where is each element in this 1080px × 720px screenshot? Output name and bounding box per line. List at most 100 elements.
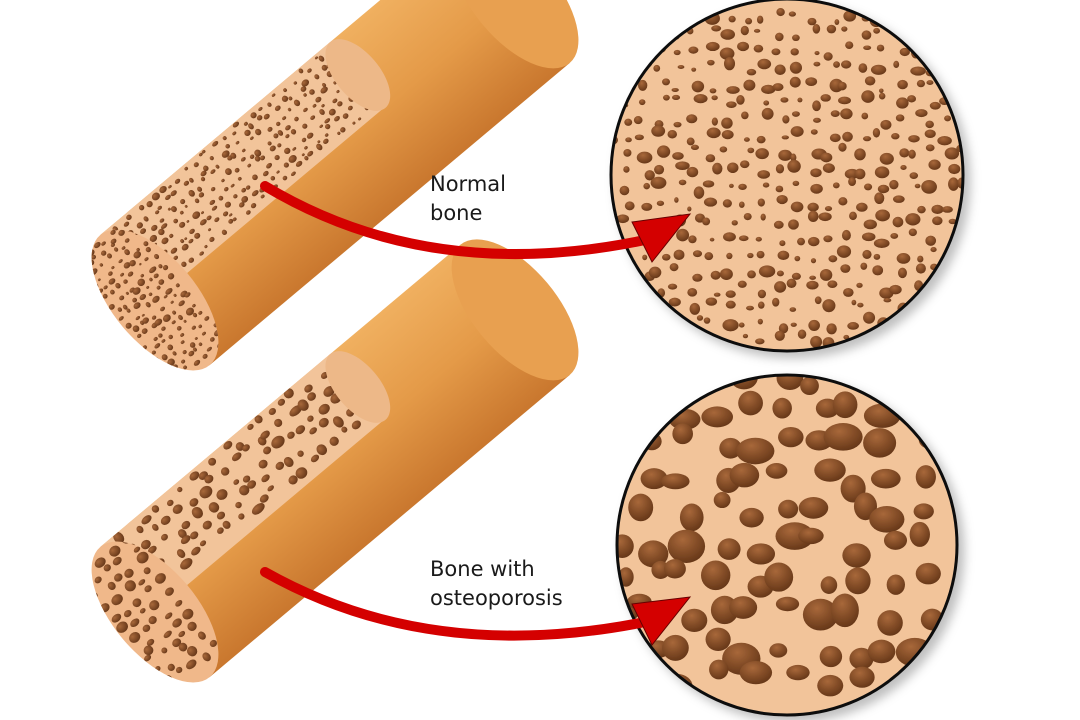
- pore: [667, 283, 678, 290]
- pore: [194, 337, 198, 340]
- pore: [937, 136, 952, 146]
- pore: [199, 485, 213, 499]
- pore: [807, 236, 820, 247]
- pore: [628, 493, 654, 522]
- arrow-osteoporosis: [260, 567, 692, 646]
- pore: [929, 101, 941, 110]
- pore: [189, 498, 199, 507]
- pore: [154, 318, 163, 326]
- pore: [820, 152, 833, 163]
- pore: [146, 285, 150, 289]
- pore: [175, 666, 183, 674]
- pore: [897, 267, 907, 279]
- pore: [198, 192, 205, 198]
- pore: [228, 213, 233, 217]
- pore: [304, 146, 308, 150]
- pore: [623, 149, 632, 157]
- pore: [820, 94, 831, 102]
- osteoporosis-bone-magnified: [615, 373, 959, 717]
- pore: [251, 503, 265, 515]
- pore: [690, 144, 699, 151]
- pore: [324, 133, 329, 137]
- pore: [185, 307, 194, 316]
- pore: [267, 141, 272, 146]
- pore: [842, 131, 853, 142]
- pore: [692, 250, 703, 258]
- pore: [843, 287, 854, 297]
- pore: [841, 26, 848, 32]
- pore: [167, 368, 173, 374]
- pore: [755, 338, 765, 345]
- pore: [177, 486, 183, 493]
- pore: [743, 137, 750, 142]
- pore: [283, 456, 294, 468]
- pore: [926, 80, 934, 86]
- pore: [250, 203, 257, 209]
- pore: [152, 523, 159, 531]
- pore: [756, 250, 765, 259]
- pore: [301, 137, 307, 143]
- pore: [624, 201, 635, 211]
- pore: [228, 218, 234, 224]
- pore: [290, 171, 296, 177]
- pore: [260, 430, 270, 440]
- pore: [874, 166, 890, 179]
- pore: [145, 247, 151, 253]
- pore: [757, 170, 771, 179]
- pore: [728, 15, 736, 23]
- pore: [875, 209, 890, 222]
- pore: [823, 423, 863, 451]
- pore: [862, 249, 872, 259]
- pore: [198, 152, 203, 157]
- pore: [883, 530, 908, 550]
- pore: [175, 283, 180, 288]
- pore: [166, 499, 174, 507]
- pore: [314, 74, 320, 80]
- pore: [251, 190, 259, 197]
- pore: [162, 314, 171, 323]
- pore: [879, 88, 884, 94]
- pore: [149, 277, 153, 282]
- pore: [687, 288, 698, 297]
- pore: [198, 342, 203, 347]
- pore: [133, 302, 141, 310]
- pore: [802, 598, 839, 631]
- pore: [176, 325, 182, 331]
- pore: [247, 480, 257, 489]
- pore: [741, 111, 749, 120]
- pore: [274, 105, 281, 112]
- pore: [136, 247, 140, 252]
- pore: [674, 197, 679, 203]
- pore: [255, 128, 262, 136]
- pore: [925, 120, 934, 129]
- pore: [217, 527, 224, 534]
- pore: [175, 600, 183, 607]
- pore: [822, 163, 835, 173]
- pore: [233, 194, 238, 199]
- pore: [117, 307, 123, 312]
- pore: [197, 186, 203, 192]
- pore: [791, 272, 801, 280]
- pore: [132, 325, 140, 333]
- pore: [317, 140, 321, 144]
- pore: [790, 322, 797, 327]
- pore: [701, 406, 734, 428]
- pore: [719, 146, 728, 153]
- pore: [231, 452, 242, 462]
- pore: [948, 177, 959, 191]
- pore: [917, 255, 924, 263]
- pore: [182, 370, 189, 377]
- pore: [917, 205, 926, 214]
- pore: [198, 311, 203, 315]
- pore: [836, 245, 852, 258]
- pore: [897, 79, 908, 90]
- pore: [956, 143, 963, 153]
- pore: [124, 568, 134, 578]
- pore: [841, 229, 851, 241]
- pore: [662, 78, 670, 86]
- pore: [700, 560, 731, 591]
- pore: [686, 137, 695, 146]
- pore: [167, 207, 171, 211]
- osteoporosis-label: Bone with osteoporosis: [430, 555, 563, 613]
